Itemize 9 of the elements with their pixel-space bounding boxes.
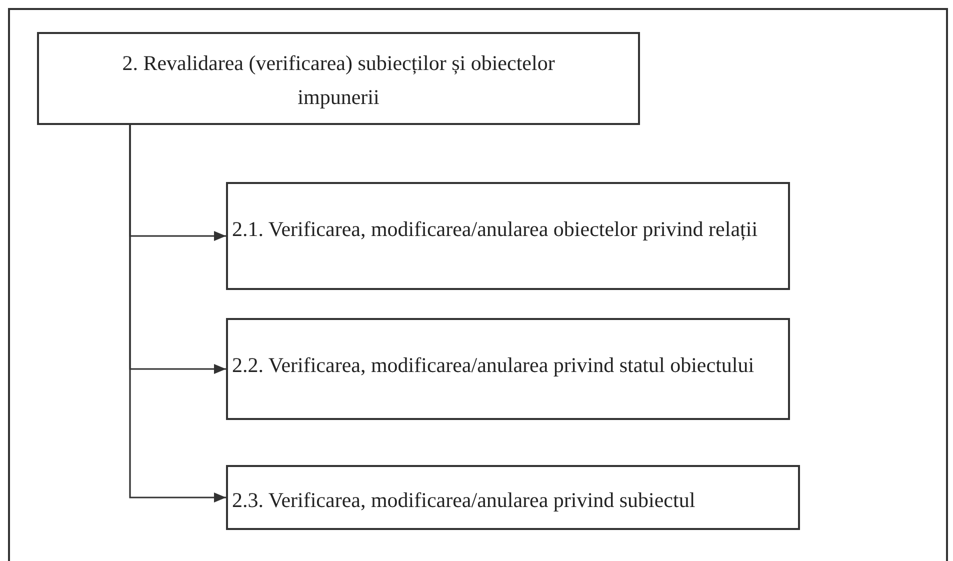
arrow [129, 125, 226, 502]
process-box [226, 465, 800, 530]
process-box [226, 182, 790, 290]
process-box [226, 318, 790, 420]
box-text: 2.2. Verificarea, modificarea/anularea privind statul obiectului [232, 352, 756, 379]
box-text: 2.3. Verificarea, modificarea/anularea privind subiectul [232, 487, 696, 514]
process-box [37, 32, 640, 125]
box-text: 2. Revalidarea (verificarea) subiecților și obiectelor impunerii [121, 50, 556, 111]
box-text: 2.1. Verificarea, modificarea/anularea obiectelor privind relații [232, 216, 759, 243]
